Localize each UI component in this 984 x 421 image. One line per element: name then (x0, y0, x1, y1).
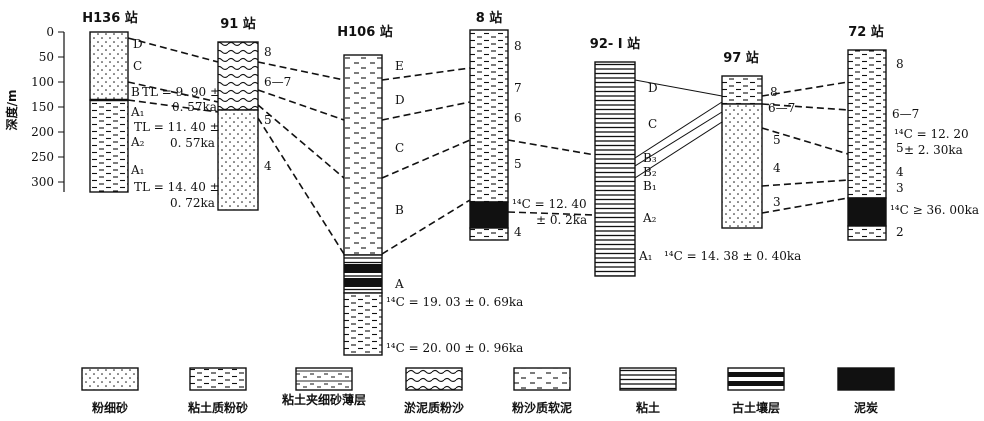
date-label: ¹⁴C = 19. 03 ± 0. 69ka (386, 295, 523, 309)
unit-label: C (133, 59, 142, 73)
unit-label: 3 (896, 181, 904, 195)
date-label: ¹⁴C = 20. 00 ± 0. 96ka (386, 341, 523, 355)
unit-label: 4 (514, 225, 522, 239)
unit-label: 2 (896, 225, 904, 239)
unit-label: E (395, 59, 404, 73)
axis-tick: 300 (31, 175, 54, 189)
unit-label: C (648, 117, 657, 131)
column-8: 8 站 8 7 6 5 4 ¹⁴C = 12. 40 ± 0. 2ka (470, 10, 587, 240)
unit-label: A₂ (130, 135, 145, 149)
axis-tick: 200 (31, 125, 54, 139)
unit-label: 5 (896, 141, 904, 155)
axis-tick: 100 (31, 75, 54, 89)
legend-label: 粉细砂 (92, 400, 128, 415)
unit-label: 5 (514, 157, 522, 171)
unit-label: 6—7 (892, 107, 919, 121)
legend-label: 粉沙质软泥 (512, 400, 572, 415)
legend-item-silty-ooze: 粉沙质软泥 (512, 368, 572, 415)
date-label: ¹⁴C = 14. 38 ± 0. 40ka (664, 249, 801, 263)
unit-label: 8 (514, 39, 522, 53)
unit-label: B₁ (643, 179, 657, 193)
station-title: H136 站 (82, 10, 138, 26)
unit-label: 5 (264, 113, 272, 127)
axis-label: 深度/m (4, 90, 19, 131)
axis-tick: 0 (46, 25, 54, 39)
unit-label: A₁ (638, 249, 652, 263)
station-title: H106 站 (337, 24, 393, 40)
station-title: 97 站 (723, 50, 759, 66)
date-label: 0. 57ka (172, 100, 217, 114)
unit-label: 6—7 (264, 75, 291, 89)
unit-label: 8 (264, 45, 272, 59)
unit-label: 3 (773, 195, 781, 209)
legend-label: 淤泥质粉沙 (404, 400, 464, 415)
column-92-i: 92- Ⅰ 站 D C B₃ B₂ B₁ A₂ A₁ ¹⁴C = 14. 38 … (590, 36, 801, 276)
unit-label: D (395, 93, 405, 107)
date-label: TL = 11. 40 ± (134, 120, 220, 134)
unit-label: 6—7 (768, 101, 795, 115)
unit-label: 6 (514, 111, 522, 125)
legend-item-peat: 泥炭 (838, 368, 894, 415)
axis-tick: 150 (31, 100, 54, 114)
unit-label: 8 (770, 85, 778, 99)
unit-label: 7 (514, 81, 522, 95)
unit-label: D (648, 81, 658, 95)
station-title: 72 站 (848, 24, 884, 40)
unit-label: D (133, 37, 143, 51)
legend-item-mud-silt: 淤泥质粉沙 (404, 368, 464, 415)
axis-tick: 250 (31, 150, 54, 164)
date-label: 0. 57ka (170, 136, 215, 150)
date-label: TL = 14. 40 ± (134, 180, 220, 194)
unit-label: A (394, 277, 404, 291)
unit-label: B (395, 203, 404, 217)
legend-label: 粘土夹细砂薄层 (282, 392, 366, 407)
unit-label: B (131, 85, 140, 99)
unit-label: 4 (264, 159, 272, 173)
unit-label: 4 (896, 165, 904, 179)
legend-item-clay-sand-layers: 粘土夹细砂薄层 (282, 368, 366, 407)
unit-label: B₂ (643, 165, 657, 179)
legend-label: 泥炭 (854, 400, 878, 415)
axis-tick: 50 (39, 50, 54, 64)
column-91: 91 站 8 6—7 5 4 (218, 16, 291, 210)
date-label: ¹⁴C = 12. 20 (894, 127, 969, 141)
legend-label: 古土壤层 (732, 400, 780, 415)
column-97: 97 站 8 6—7 5 4 3 (722, 50, 795, 228)
legend-label: 粘土 (636, 400, 660, 415)
legend-label: 粘土质粉砂 (188, 400, 248, 415)
legend-item-fine-sand: 粉细砂 (82, 368, 138, 415)
column-h136: H136 站 D C B A₁ A₂ A₁ TL = 9. 90 ± 0. 57… (82, 10, 220, 210)
date-label: 0. 72ka (170, 196, 215, 210)
unit-label: A₁ (130, 163, 144, 177)
station-title: 8 站 (476, 10, 503, 26)
unit-label: A₂ (642, 211, 657, 225)
date-label: ¹⁴C ≥ 36. 00ka (890, 203, 979, 217)
legend-item-paleosol: 古土壤层 (728, 368, 784, 415)
date-label: ± 2. 30ka (904, 143, 963, 157)
unit-label: 8 (896, 57, 904, 71)
station-title: 92- Ⅰ 站 (590, 36, 640, 52)
column-72: 72 站 8 6—7 5 4 3 2 ¹⁴C = 12. 20 ± 2. 30k… (848, 24, 979, 240)
unit-label: B₃ (643, 151, 657, 165)
station-title: 91 站 (220, 16, 256, 32)
depth-axis: 0 50 100 150 200 250 300 深度/m (4, 25, 64, 192)
legend: 粉细砂 粘土质粉砂 粘土夹细砂薄层 淤泥质粉沙 粉沙质软泥 粘土 古土壤层 (82, 368, 894, 415)
unit-label: C (395, 141, 404, 155)
date-label: ± 0. 2ka (536, 213, 587, 227)
date-label: ¹⁴C = 12. 40 (512, 197, 587, 211)
date-label: TL = 9. 90 ± (142, 85, 220, 99)
legend-item-clay: 粘土 (620, 368, 676, 415)
legend-item-clayey-silt: 粘土质粉砂 (188, 368, 248, 415)
unit-label: 5 (773, 133, 781, 147)
unit-label: 4 (773, 161, 781, 175)
unit-label: A₁ (130, 105, 144, 119)
